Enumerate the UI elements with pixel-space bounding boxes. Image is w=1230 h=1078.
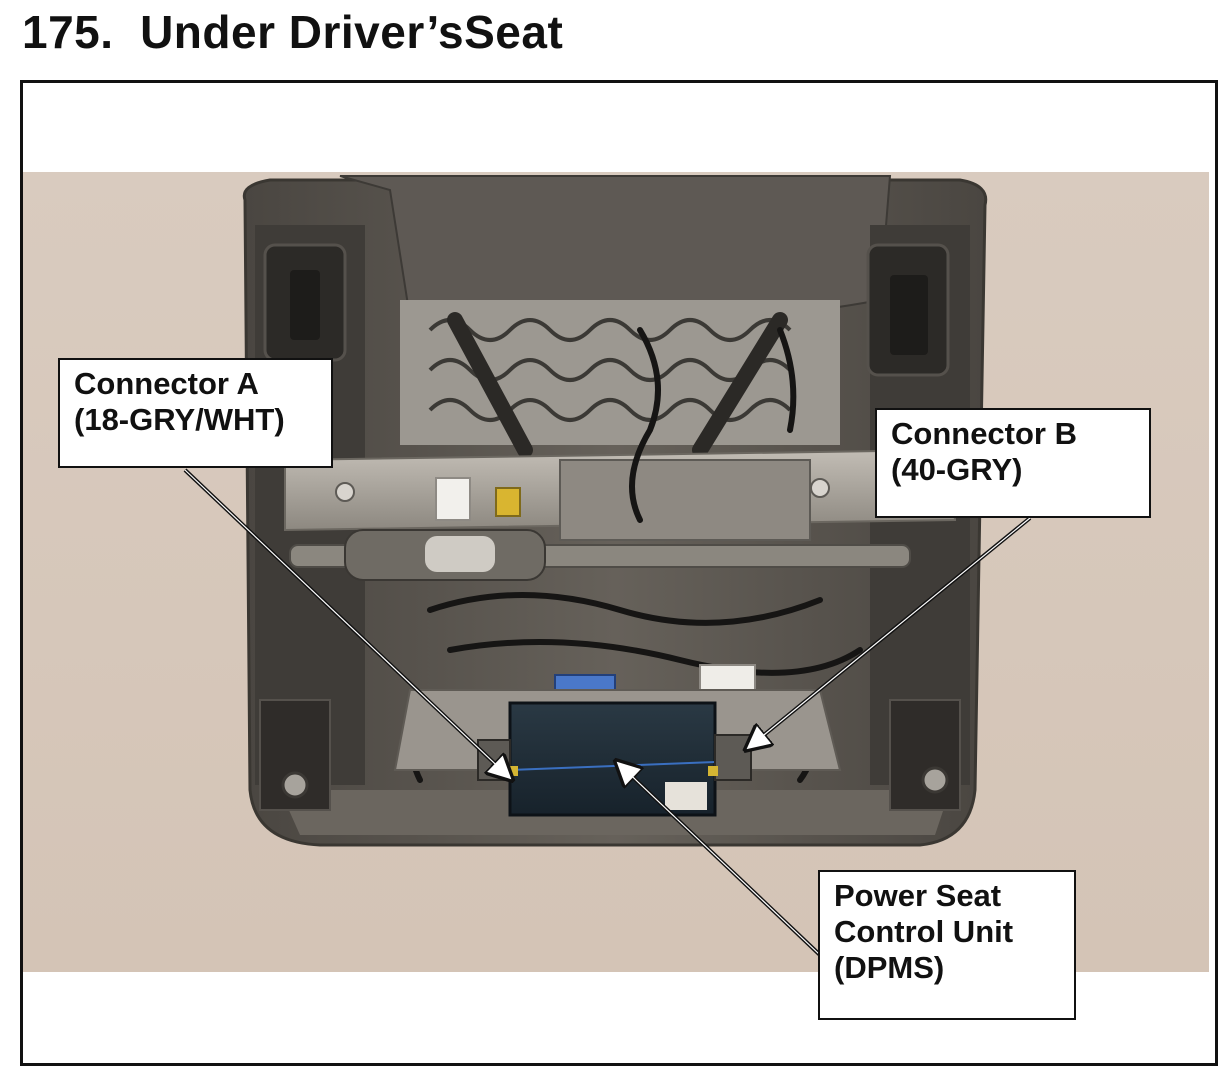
connector-b-plug bbox=[714, 734, 752, 781]
cushion-panel bbox=[339, 175, 892, 321]
control-unit-line-1: Power Seat bbox=[834, 878, 1002, 913]
connector-b-callout: Connector B (40-GRY) bbox=[875, 408, 1151, 518]
right-bracket bbox=[889, 699, 961, 811]
bracket-plate bbox=[559, 459, 811, 541]
connector-a-spec: (18-GRY/WHT) bbox=[74, 402, 285, 437]
yellow-connector bbox=[495, 487, 521, 517]
connector-a-callout: Connector A (18-GRY/WHT) bbox=[58, 358, 333, 468]
control-unit-callout: Power Seat Control Unit (DPMS) bbox=[818, 870, 1076, 1020]
connector-b-name: Connector B bbox=[891, 416, 1077, 451]
page-title: 175. Under Driver’sSeat bbox=[22, 6, 564, 58]
control-unit-line-3: (DPMS) bbox=[834, 950, 945, 985]
connector-a-leader-inner bbox=[184, 469, 511, 779]
seat-straps bbox=[447, 312, 788, 458]
control-unit-line-2: Control Unit bbox=[834, 914, 1014, 949]
connector-b-spec: (40-GRY) bbox=[891, 452, 1023, 487]
white-connector-lower bbox=[699, 664, 756, 694]
connector-a-name: Connector A bbox=[74, 366, 259, 401]
module-label bbox=[665, 782, 707, 810]
control-unit-leader-inner bbox=[617, 762, 821, 956]
white-connector bbox=[435, 477, 471, 521]
connector-b-leader-inner bbox=[747, 517, 1031, 749]
